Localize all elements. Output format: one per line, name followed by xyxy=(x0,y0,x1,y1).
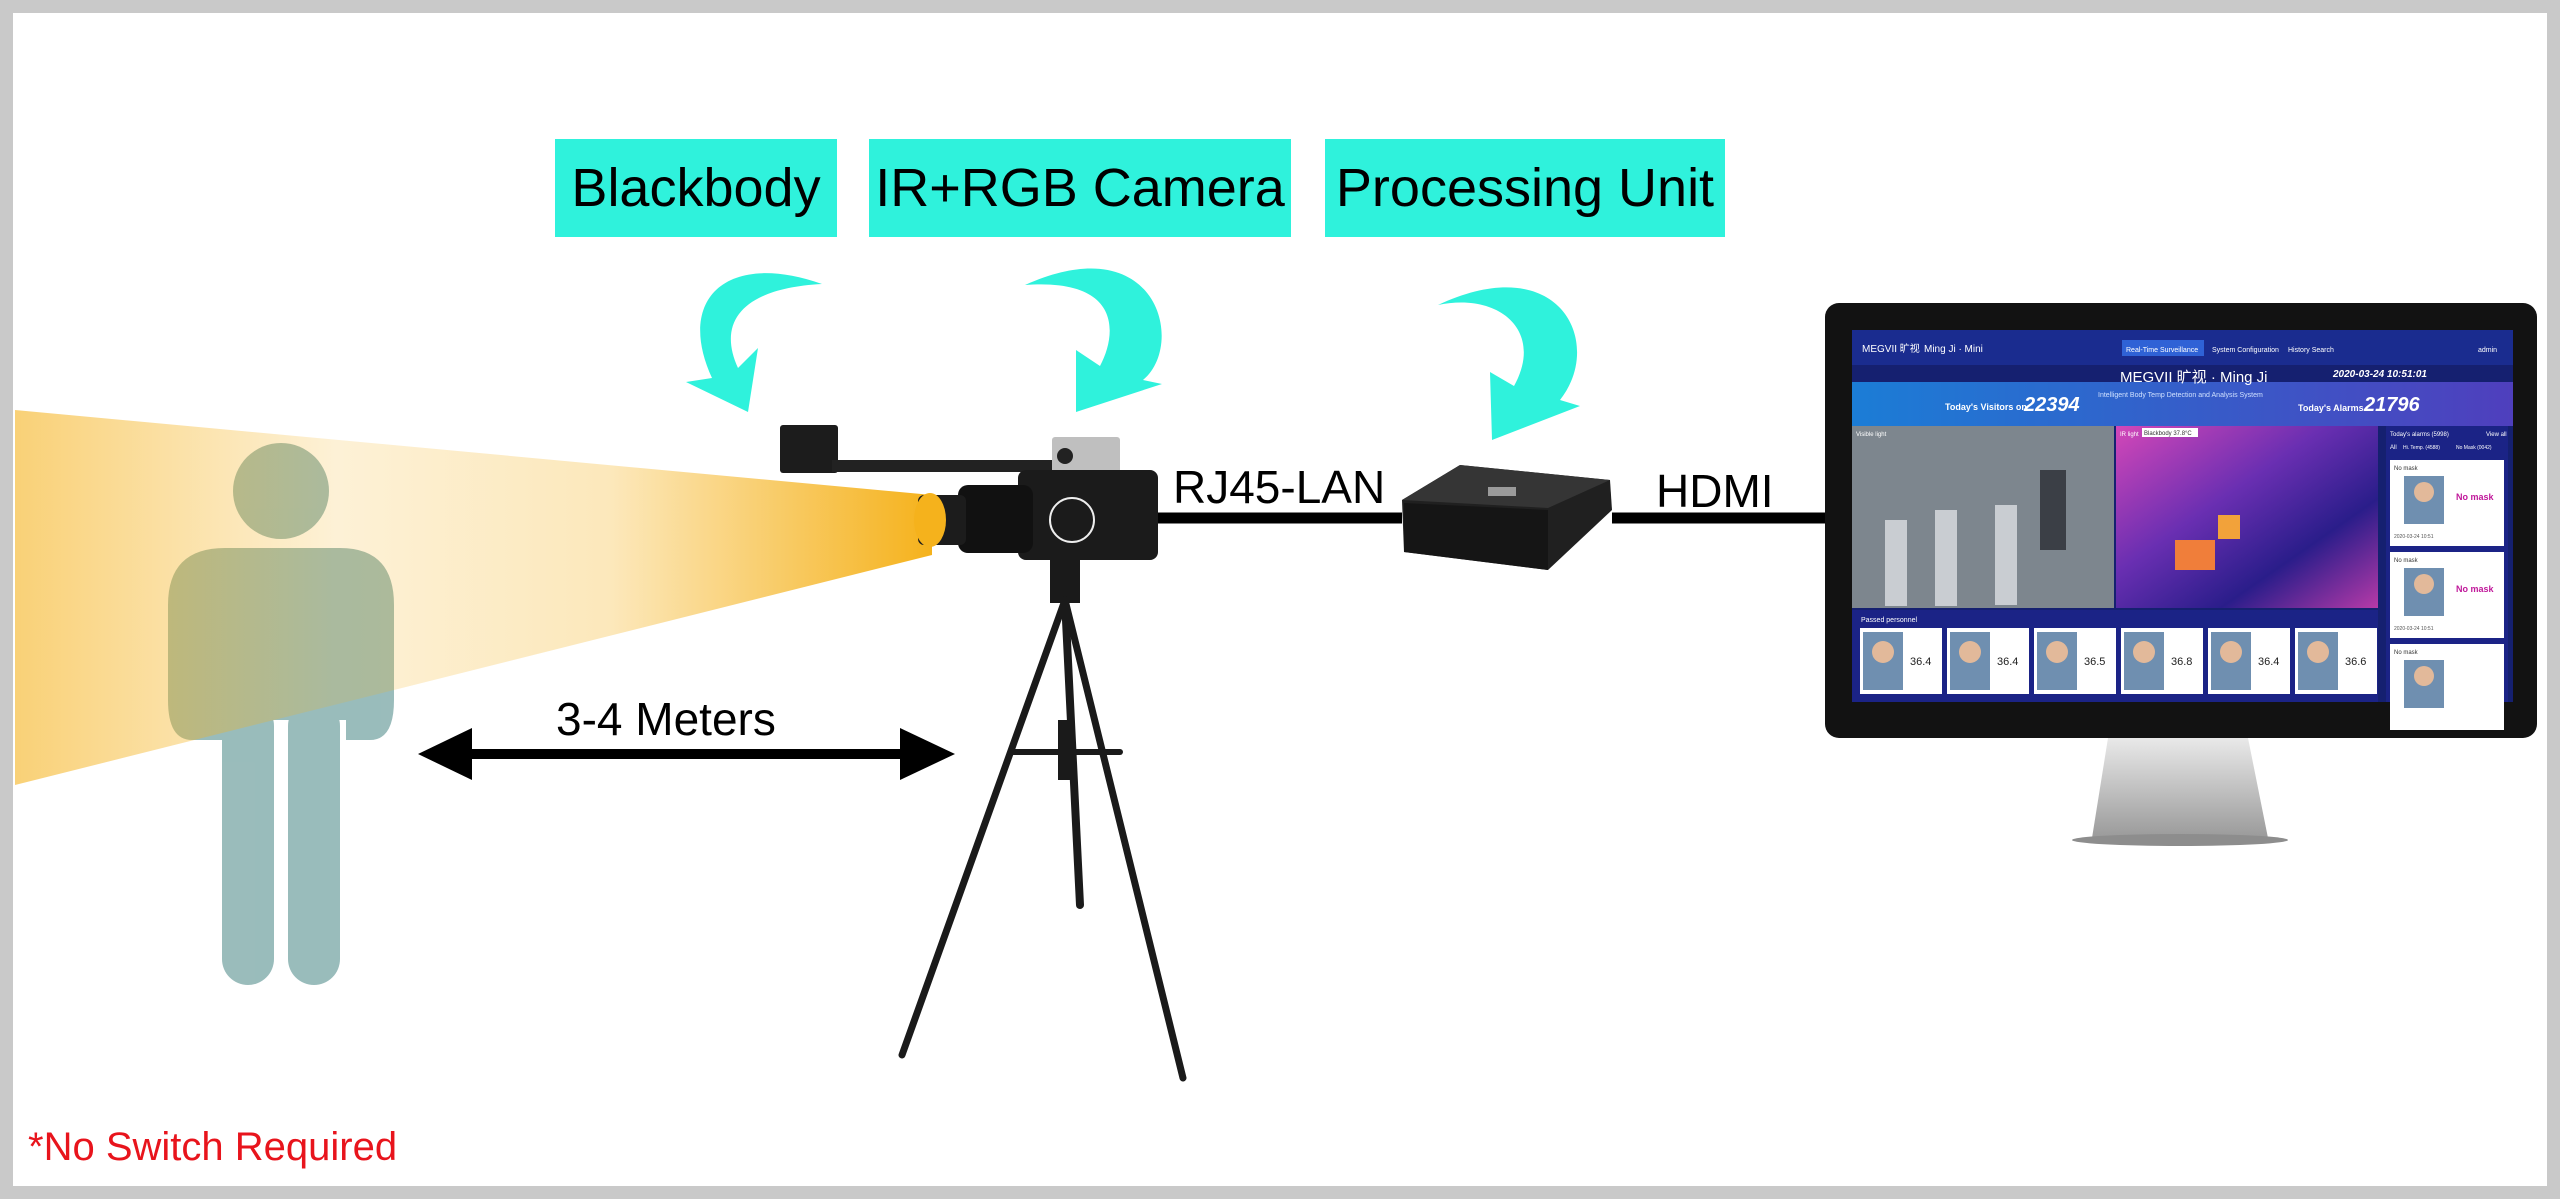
label-rj45-lan: RJ45-LAN xyxy=(1173,461,1386,513)
screen-passed-card[interactable]: 36.4 xyxy=(2208,628,2290,694)
screen-user[interactable]: admin xyxy=(2478,347,2497,354)
screen-passed-card[interactable]: 36.6 xyxy=(2295,628,2377,694)
screen-alarm-time: 2020-03-24 10:51 xyxy=(2394,534,2434,540)
screen-title: MEGVII 旷视 · Ming Ji xyxy=(2120,369,2268,386)
screen-alarm-tab-all[interactable]: All xyxy=(2390,445,2397,451)
screen-visible-label: Visible light xyxy=(1856,432,1887,438)
screen-passed-label: Passed personnel xyxy=(1861,617,1917,624)
footnote: *No Switch Required xyxy=(28,1125,398,1169)
screen-ir-label: IR light xyxy=(2120,432,2139,438)
screen-alarms-label: Today's Alarms xyxy=(2298,403,2364,413)
screen-alarm-item[interactable]: No mask xyxy=(2390,644,2504,730)
blackbody-icon xyxy=(780,425,1062,473)
screen-brand: MEGVII 旷视 xyxy=(1862,342,1920,355)
screen-passed-card[interactable]: 36.4 xyxy=(1947,628,2029,694)
screen-alarm-tag: No mask xyxy=(2394,558,2419,564)
screen-alarm-tag: No mask xyxy=(2394,650,2419,656)
screen-passed-list: 36.4 36.4 36.5 36.8 36.4 36.6 xyxy=(1860,628,2377,694)
screen-passed-temp: 36.8 xyxy=(2171,656,2192,668)
screen-passed-temp: 36.4 xyxy=(1997,656,2018,668)
screen-nav-config[interactable]: System Configuration xyxy=(2212,347,2279,354)
screen-alarm-status: No mask xyxy=(2456,584,2495,594)
processing-unit-icon xyxy=(1402,465,1612,570)
screen-view-all[interactable]: View all xyxy=(2486,432,2507,438)
screen-passed-temp: 36.6 xyxy=(2345,656,2366,668)
screen-alarm-tab-hitemp[interactable]: Hi. Temp. (4588) xyxy=(2403,445,2440,451)
distance-arrow xyxy=(418,728,955,780)
screen-passed-temp: 36.5 xyxy=(2084,656,2105,668)
arrow-processing-icon xyxy=(1438,287,1580,440)
screen-passed-card[interactable]: 36.8 xyxy=(2121,628,2203,694)
screen-passed-card[interactable]: 36.5 xyxy=(2034,628,2116,694)
screen-nav-realtime[interactable]: Real-Time Surveillance xyxy=(2126,347,2198,354)
screen-datetime: 2020-03-24 10:51:01 xyxy=(2332,369,2427,380)
callout-blackbody: Blackbody xyxy=(555,139,837,237)
screen-subtitle: Intelligent Body Temp Detection and Anal… xyxy=(2098,392,2263,399)
camera-icon xyxy=(914,437,1158,560)
screen-alarm-tag: No mask xyxy=(2394,466,2419,472)
screen-alarm-item[interactable]: No mask No mask 2020-03-24 10:51 xyxy=(2390,552,2504,638)
tripod-icon xyxy=(898,555,1187,1082)
screen-alarm-item[interactable]: No mask No mask 2020-03-24 10:51 xyxy=(2390,460,2504,546)
screen-ir-feed xyxy=(2116,426,2378,608)
monitor-screen: MEGVII 旷视 Ming Ji · Mini Real-Time Surve… xyxy=(1852,330,2513,730)
camera-beam xyxy=(15,410,932,785)
screen-alarm-time: 2020-03-24 10:51 xyxy=(2394,626,2434,632)
screen-alarm-tab-nomask[interactable]: No Mask (0042) xyxy=(2456,445,2492,451)
screen-visitors-value: 22394 xyxy=(2023,394,2080,416)
screen-nav-history[interactable]: History Search xyxy=(2288,347,2334,354)
screen-alarms-panel-label: Today's alarms (5998) xyxy=(2390,432,2449,438)
screen-alarm-status: No mask xyxy=(2456,492,2495,502)
screen-app-name: Ming Ji · Mini xyxy=(1924,344,1983,355)
arrow-camera-icon xyxy=(1025,268,1162,412)
screen-passed-card[interactable]: 36.4 xyxy=(1860,628,1942,694)
screen-visitors-label: Today's Visitors on xyxy=(1945,402,2027,412)
screen-alarms-value: 21796 xyxy=(2363,394,2420,416)
arrow-blackbody-icon xyxy=(686,273,822,412)
screen-nav-active[interactable] xyxy=(2122,340,2204,356)
callout-camera: IR+RGB Camera xyxy=(869,139,1291,237)
screen-ir-tag: Blackbody 37.8°C xyxy=(2144,431,2192,437)
label-hdmi: HDMI xyxy=(1656,465,1774,517)
screen-passed-temp: 36.4 xyxy=(1910,656,1931,668)
label-distance: 3-4 Meters xyxy=(556,693,776,745)
callout-processing-unit: Processing Unit xyxy=(1325,139,1725,237)
screen-passed-temp: 36.4 xyxy=(2258,656,2279,668)
